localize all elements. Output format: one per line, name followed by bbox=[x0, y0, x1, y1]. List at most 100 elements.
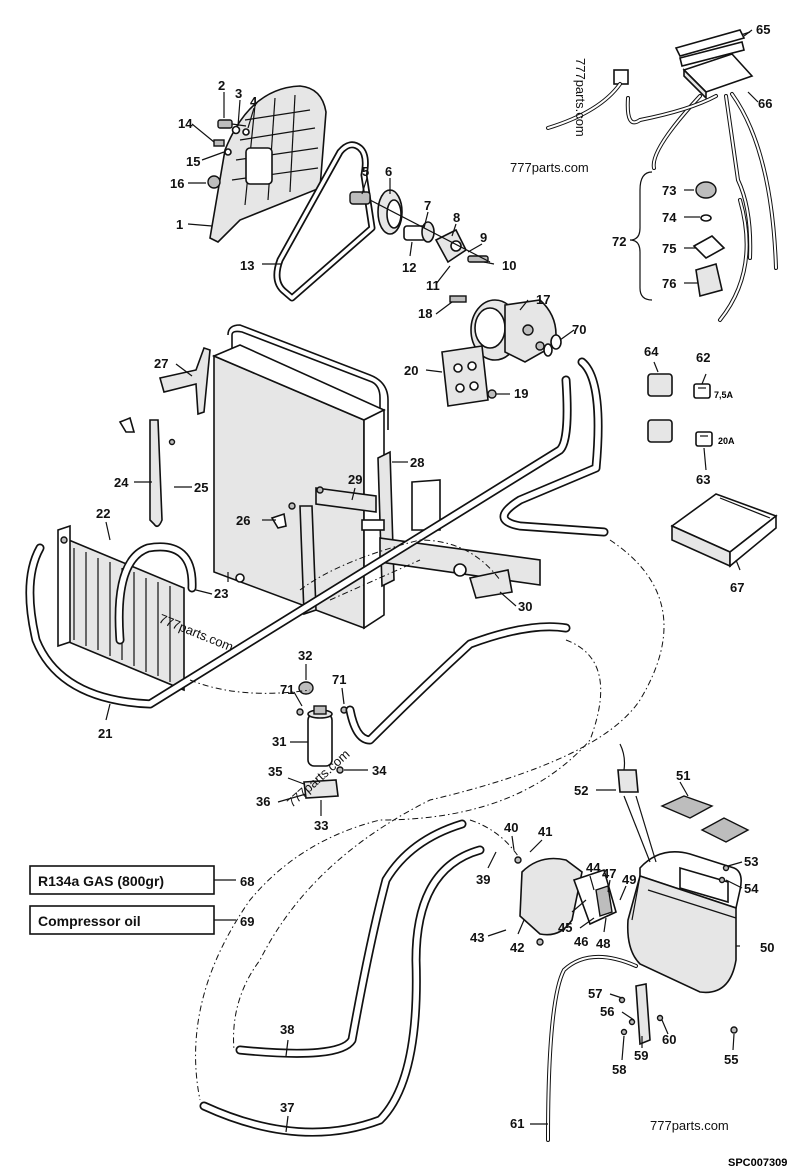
evaporator-housing bbox=[211, 324, 389, 630]
fuse-63-rating: 20A bbox=[718, 436, 735, 446]
callout-46: 46 bbox=[574, 934, 588, 949]
callout-58: 58 bbox=[612, 1062, 626, 1077]
heater-valve-part-42 bbox=[514, 856, 617, 946]
callout-2: 2 bbox=[218, 78, 225, 93]
callout-44: 44 bbox=[586, 860, 601, 875]
callout-74: 74 bbox=[662, 210, 677, 225]
fuse-part-63 bbox=[695, 431, 713, 447]
watermark-bottom-right: 777parts.com bbox=[650, 1118, 729, 1133]
callout-47: 47 bbox=[602, 866, 616, 881]
callout-23: 23 bbox=[214, 586, 228, 601]
callout-70: 70 bbox=[572, 322, 586, 337]
callout-15: 15 bbox=[186, 154, 200, 169]
callout-64: 64 bbox=[644, 344, 659, 359]
callout-45: 45 bbox=[558, 920, 572, 935]
callout-60: 60 bbox=[662, 1032, 676, 1047]
blower-housing-part-50 bbox=[626, 851, 742, 994]
callout-8: 8 bbox=[453, 210, 460, 225]
wiring-harness-part-66 bbox=[546, 31, 778, 322]
mount-plate-part-30 bbox=[379, 479, 541, 599]
callout-59: 59 bbox=[634, 1048, 648, 1063]
callout-4: 4 bbox=[250, 94, 258, 109]
callout-28: 28 bbox=[410, 455, 424, 470]
callout-30: 30 bbox=[518, 599, 532, 614]
compressor-bracket-part-20 bbox=[441, 345, 497, 407]
callout-76: 76 bbox=[662, 276, 676, 291]
callout-49: 49 bbox=[622, 872, 636, 887]
callout-67: 67 bbox=[730, 580, 744, 595]
callout-73: 73 bbox=[662, 183, 676, 198]
callout-75: 75 bbox=[662, 241, 676, 256]
callout-1: 1 bbox=[176, 217, 183, 232]
parts-group bbox=[57, 29, 778, 1046]
group-72-brace bbox=[629, 171, 653, 301]
callout-25: 25 bbox=[194, 480, 208, 495]
legend-text-r134a: R134a GAS (800gr) bbox=[38, 873, 164, 889]
hose-condenser-loop-part-21 bbox=[25, 375, 572, 709]
callout-61: 61 bbox=[510, 1116, 524, 1131]
callout-54: 54 bbox=[744, 881, 759, 896]
callout-21: 21 bbox=[98, 726, 112, 741]
hose-part-61 bbox=[546, 955, 638, 1142]
callout-37: 37 bbox=[280, 1100, 294, 1115]
legend-text-compressor-oil: Compressor oil bbox=[38, 913, 141, 929]
callout-36: 36 bbox=[256, 794, 270, 809]
callout-48: 48 bbox=[596, 936, 610, 951]
callout-53: 53 bbox=[744, 854, 758, 869]
drawing-code: SPC007309 bbox=[728, 1157, 787, 1169]
bracket-part-27 bbox=[158, 346, 211, 416]
fuse-part-62 bbox=[693, 383, 711, 399]
callout-27: 27 bbox=[154, 356, 168, 371]
callout-31: 31 bbox=[272, 734, 286, 749]
bolt-parts-2-4 bbox=[207, 119, 250, 189]
hose-drier-line bbox=[345, 622, 571, 745]
callout-40: 40 bbox=[504, 820, 518, 835]
callout-66: 66 bbox=[758, 96, 772, 111]
callout-26: 26 bbox=[236, 513, 250, 528]
callout-16: 16 bbox=[170, 176, 184, 191]
hose-upper-return bbox=[499, 357, 609, 537]
callout-50: 50 bbox=[760, 940, 774, 955]
callout-13: 13 bbox=[240, 258, 254, 273]
callout-65: 65 bbox=[756, 22, 770, 37]
callout-38: 38 bbox=[280, 1022, 294, 1037]
callout-72: 72 bbox=[612, 234, 626, 249]
legend-box-compressor-oil bbox=[29, 905, 236, 935]
callout-33: 33 bbox=[314, 818, 328, 833]
callout-41: 41 bbox=[538, 824, 552, 839]
callout-71-right: 71 bbox=[332, 672, 346, 687]
callout-17: 17 bbox=[536, 292, 550, 307]
hose-part-23 bbox=[114, 542, 197, 645]
callout-19: 19 bbox=[514, 386, 528, 401]
callout-51: 51 bbox=[676, 768, 690, 783]
pulley-assembly-parts-5-12 bbox=[349, 189, 491, 264]
connector-part-65 bbox=[674, 29, 746, 67]
hose-part-38 bbox=[235, 819, 467, 1058]
callout-18: 18 bbox=[418, 306, 432, 321]
callout-5: 5 bbox=[362, 164, 369, 179]
callout-10: 10 bbox=[502, 258, 516, 273]
fitting-part-70 bbox=[543, 334, 562, 357]
callout-62: 62 bbox=[696, 350, 710, 365]
callout-9: 9 bbox=[480, 230, 487, 245]
callout-52: 52 bbox=[574, 783, 588, 798]
callout-56: 56 bbox=[600, 1004, 614, 1019]
callout-labels: 1 2 3 4 5 6 7 8 9 10 11 12 13 14 15 16 1… bbox=[96, 22, 774, 1131]
legend-box-r134a bbox=[29, 865, 236, 895]
filter-part-51 bbox=[660, 795, 750, 843]
part-group-72 bbox=[692, 181, 726, 298]
callout-55: 55 bbox=[724, 1052, 738, 1067]
callout-42: 42 bbox=[510, 940, 524, 955]
hoses-group bbox=[25, 357, 638, 1142]
callout-11: 11 bbox=[426, 278, 440, 293]
leader-lines bbox=[105, 29, 759, 1133]
callout-63: 63 bbox=[696, 472, 710, 487]
condenser-part-22 bbox=[57, 524, 185, 692]
sensor-part-52 bbox=[617, 743, 639, 793]
bracket-part-29 bbox=[315, 486, 377, 513]
callout-32: 32 bbox=[298, 648, 312, 663]
filter-part-67 bbox=[670, 493, 778, 568]
compressor-part-17 bbox=[449, 295, 557, 363]
drive-belt-part-13 bbox=[273, 141, 376, 302]
